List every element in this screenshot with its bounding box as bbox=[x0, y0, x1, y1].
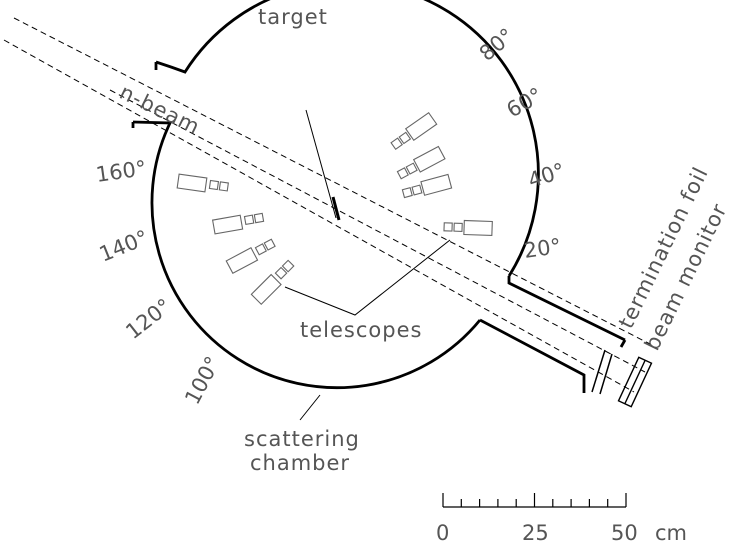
angle-label-160: 160° bbox=[94, 156, 147, 187]
beam-pipe bbox=[479, 276, 627, 393]
telescope-60 bbox=[396, 145, 446, 180]
foil-line-1 bbox=[591, 349, 606, 393]
target-foil bbox=[331, 196, 341, 221]
angle-label-140: 140° bbox=[96, 225, 152, 266]
angle-label-80: 80° bbox=[475, 24, 519, 66]
chamber-leader bbox=[299, 394, 321, 421]
telescope-125 bbox=[225, 238, 276, 275]
telescopes-left bbox=[176, 173, 295, 306]
angle-label-40: 40° bbox=[525, 158, 568, 192]
monitor-centre bbox=[624, 359, 646, 405]
beam-lines bbox=[3, 17, 651, 393]
chamber-wall-left bbox=[132, 0, 540, 390]
telescope-110 bbox=[250, 259, 295, 306]
angle-label-20: 20° bbox=[522, 234, 562, 263]
angle-labels-right: 80° 60° 40° 20° bbox=[475, 24, 568, 263]
scale-tick-label-50: 50 bbox=[611, 521, 638, 545]
pipe-wall-upper bbox=[507, 276, 626, 342]
target bbox=[331, 196, 341, 221]
beam-edge-upper bbox=[13, 17, 651, 345]
scale-tick-label-25: 25 bbox=[522, 521, 549, 545]
target-leader bbox=[305, 109, 337, 219]
leader-lines bbox=[284, 109, 451, 421]
scale-tick-label-0: 0 bbox=[436, 521, 449, 545]
termination-foil bbox=[591, 349, 613, 395]
telescope-80 bbox=[390, 111, 438, 151]
telescope-40 bbox=[401, 173, 453, 199]
telescopes-right bbox=[390, 111, 493, 237]
chamber-label-line2: chamber bbox=[250, 451, 350, 475]
angle-labels-left: 160° 140° 120° 100° bbox=[94, 156, 225, 408]
angle-label-100: 100° bbox=[180, 352, 225, 408]
scale-bar-ticks bbox=[442, 493, 627, 507]
target-label: target bbox=[258, 5, 328, 29]
scale-bar: 0 25 50 cm bbox=[436, 493, 687, 545]
beam-edge-lower bbox=[3, 39, 635, 393]
angle-label-60: 60° bbox=[503, 83, 547, 122]
beam-monitor bbox=[617, 356, 653, 408]
telescopes-leader bbox=[284, 239, 451, 316]
chamber-label-line1: scattering bbox=[244, 427, 360, 451]
scattering-chamber bbox=[131, 0, 540, 390]
telescope-140 bbox=[211, 212, 265, 235]
foil-line-2 bbox=[599, 353, 613, 395]
pipe-wall-lower bbox=[479, 318, 586, 393]
beam-axis bbox=[109, 89, 646, 373]
telescope-160 bbox=[176, 173, 229, 193]
telescopes-label: telescopes bbox=[300, 318, 422, 342]
scale-unit-label: cm bbox=[655, 521, 687, 545]
angle-label-120: 120° bbox=[121, 294, 176, 344]
telescope-20 bbox=[443, 219, 493, 237]
pipe-flange bbox=[619, 339, 627, 348]
